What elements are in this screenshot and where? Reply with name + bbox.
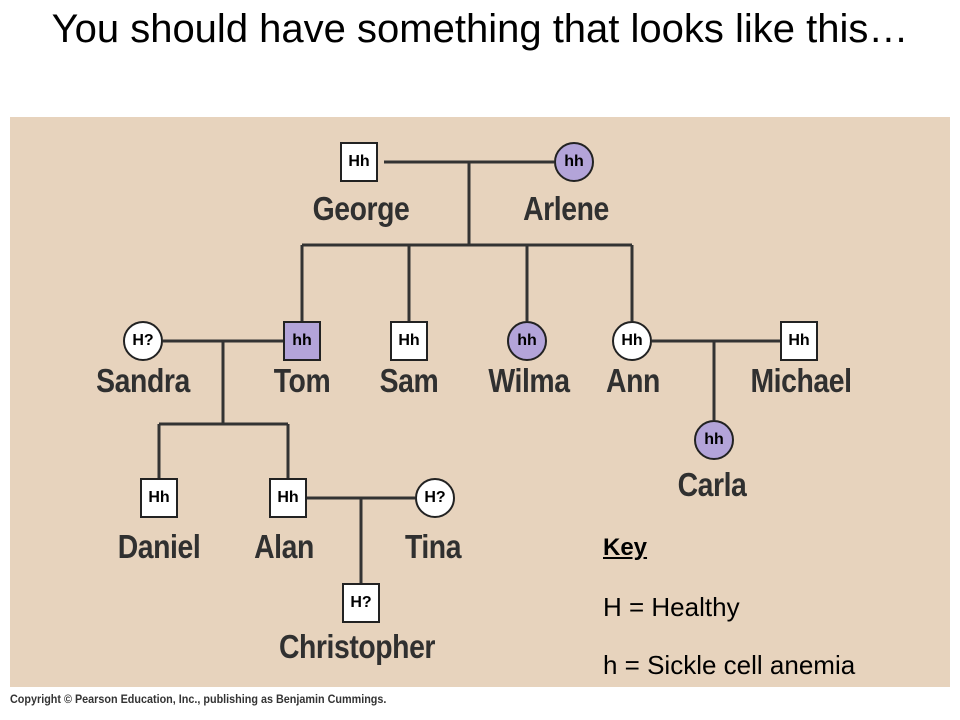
- slide-title: You should have something that looks lik…: [51, 7, 909, 51]
- arlene-genotype: hh: [564, 153, 584, 170]
- arlene-name: Arlene: [523, 190, 609, 227]
- key-sickle-cell: h = Sickle cell anemia: [603, 650, 856, 680]
- sandra-symbol: H?: [123, 321, 163, 361]
- christopher-genotype: H?: [350, 594, 372, 611]
- carla-symbol: hh: [694, 420, 734, 460]
- sandra-name: Sandra: [96, 362, 190, 399]
- george-name: George: [312, 190, 410, 227]
- ann-symbol: Hh: [612, 321, 652, 361]
- daniel-symbol: Hh: [140, 478, 178, 518]
- arlene-symbol: hh: [554, 142, 594, 182]
- wilma-genotype: hh: [517, 332, 537, 349]
- tom-genotype: hh: [292, 332, 312, 349]
- ann-name: Ann: [606, 362, 660, 399]
- george-genotype: Hh: [348, 153, 370, 170]
- tina-name: Tina: [404, 528, 462, 565]
- michael-symbol: Hh: [780, 321, 818, 361]
- key-title: Key: [603, 534, 648, 561]
- tina-genotype: H?: [424, 489, 446, 506]
- christopher-name: Christopher: [278, 628, 436, 665]
- copyright-text: Copyright © Pearson Education, Inc., pub…: [10, 692, 387, 706]
- tom-name: Tom: [273, 362, 331, 399]
- wilma-symbol: hh: [507, 321, 547, 361]
- daniel-genotype: Hh: [148, 489, 170, 506]
- carla-name: Carla: [677, 466, 747, 503]
- sam-genotype: Hh: [398, 332, 420, 349]
- alan-symbol: Hh: [269, 478, 307, 518]
- sam-name: Sam: [379, 362, 439, 399]
- george-symbol: Hh: [340, 142, 378, 182]
- alan-genotype: Hh: [277, 489, 299, 506]
- michael-name: Michael: [750, 362, 852, 399]
- michael-genotype: Hh: [788, 332, 810, 349]
- alan-name: Alan: [254, 528, 314, 565]
- tina-symbol: H?: [415, 478, 455, 518]
- wilma-name: Wilma: [488, 362, 570, 399]
- tom-symbol: hh: [283, 321, 321, 361]
- daniel-name: Daniel: [117, 528, 201, 565]
- sam-symbol: Hh: [390, 321, 428, 361]
- key-healthy: H = Healthy: [603, 592, 740, 622]
- christopher-symbol: H?: [342, 583, 380, 623]
- ann-genotype: Hh: [621, 332, 643, 349]
- sandra-genotype: H?: [132, 332, 154, 349]
- pedigree-panel: [10, 117, 950, 687]
- carla-genotype: hh: [704, 431, 724, 448]
